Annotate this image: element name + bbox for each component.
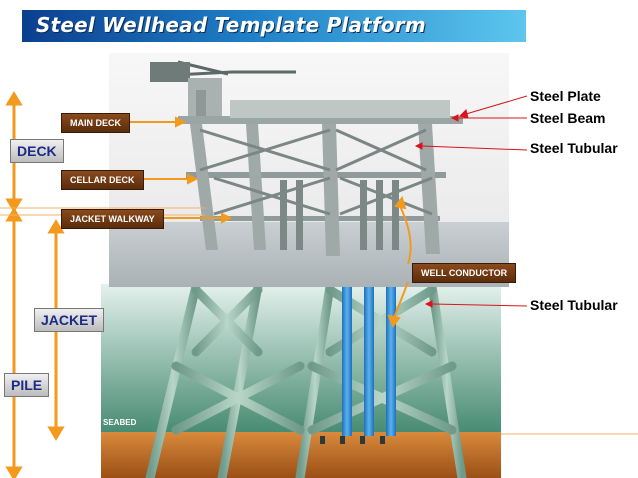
page-title: Steel Wellhead Template Platform xyxy=(36,13,426,37)
steel-tubular-jacket-label: Steel Tubular xyxy=(530,297,618,313)
deck-zone-label: DECK xyxy=(10,139,64,163)
platform-photo xyxy=(109,53,509,287)
steel-beam-label: Steel Beam xyxy=(530,110,606,126)
seabed-label: SEABED xyxy=(103,418,137,427)
main-deck-tag: MAIN DECK xyxy=(61,113,130,133)
pile-zone-label: PILE xyxy=(4,373,50,397)
material-leaders xyxy=(414,95,528,308)
steel-tubular-deck-label: Steel Tubular xyxy=(530,140,618,156)
cellar-deck-tag: CELLAR DECK xyxy=(61,170,144,190)
title-banner: Steel Wellhead Template Platform xyxy=(22,10,526,42)
steel-plate-label: Steel Plate xyxy=(530,88,601,104)
jacket-zone-label: JACKET xyxy=(34,308,105,332)
jacket-walkway-tag: JACKET WALKWAY xyxy=(61,209,164,229)
well-conductor-tag: WELL CONDUCTOR xyxy=(412,263,517,283)
underwater-jacket-panel xyxy=(101,281,501,478)
tag-connectors xyxy=(125,116,412,329)
